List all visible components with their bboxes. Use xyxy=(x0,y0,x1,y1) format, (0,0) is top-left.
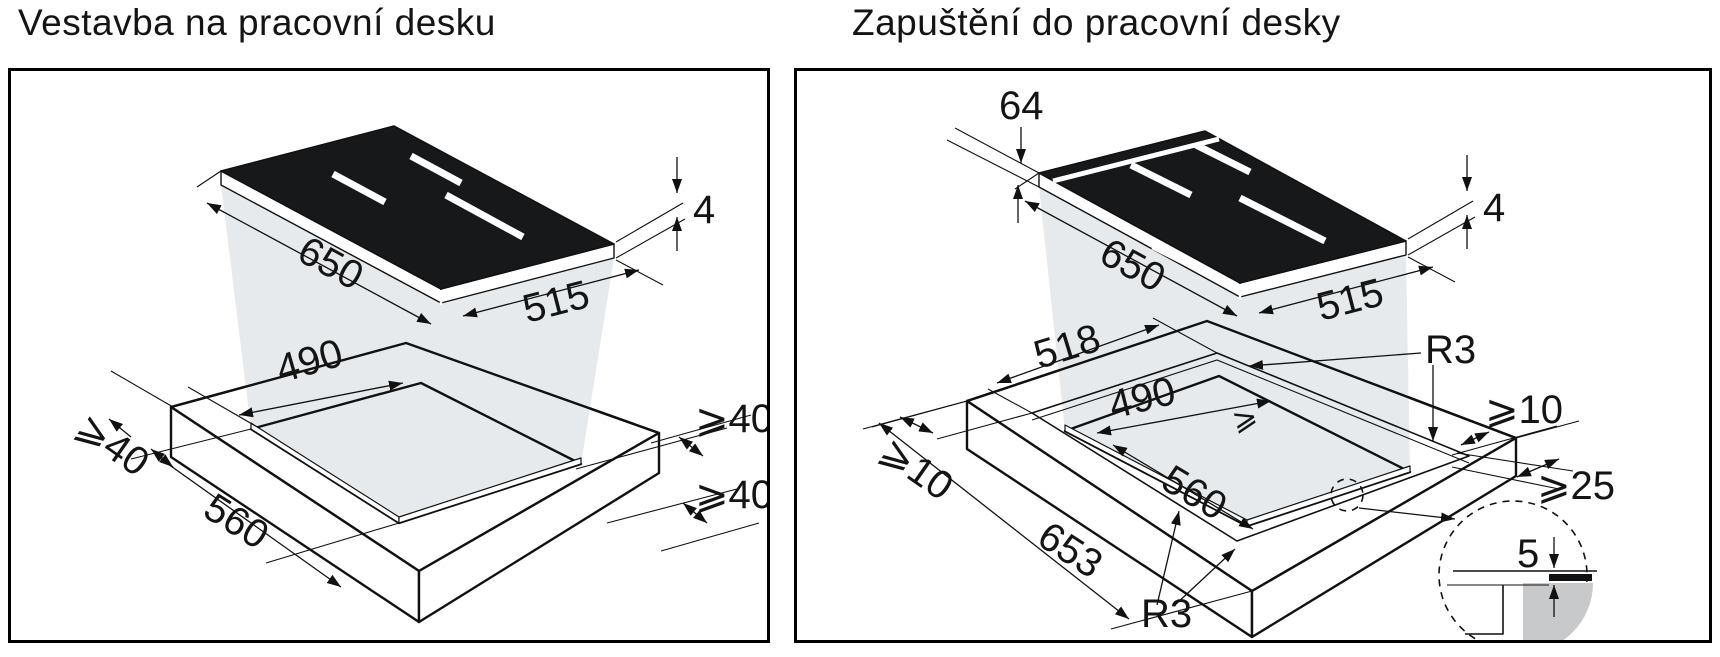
dim-min40-right-back-label: ⩾40 xyxy=(695,397,767,441)
dim-4-label: 4 xyxy=(1483,186,1505,230)
dim-4: 4 xyxy=(1407,155,1505,256)
detail-callout: 5 xyxy=(1330,478,1597,640)
dim-r3-back: R3 xyxy=(1248,328,1476,441)
panel-flush-mount: 64 650 515 4 518 ⩾10 653 xyxy=(794,68,1712,643)
dim-min40-right-front: ⩾40 xyxy=(606,473,767,552)
hob-slot xyxy=(331,170,387,206)
dim-min25-right: ⩾25 xyxy=(1451,452,1615,508)
dim-min40-left-label: ⩾40 xyxy=(68,404,157,485)
dim-min40-right-back: ⩾40 xyxy=(575,397,767,470)
dim-4: 4 xyxy=(615,157,715,259)
dim-r3-front-label: R3 xyxy=(1141,592,1192,636)
dim-r3-front: R3 xyxy=(1141,510,1236,636)
hob-slot xyxy=(409,152,463,187)
dim-min10-right-label: ⩾10 xyxy=(1485,388,1563,432)
title-flush-mount: Zapuštění do pracovní desky xyxy=(852,2,1341,43)
dim-min10-right: ⩾10 xyxy=(1451,388,1580,456)
dim-64: 64 xyxy=(946,84,1044,223)
dim-5-label: 5 xyxy=(1517,532,1539,576)
hob-slot xyxy=(1238,194,1327,245)
dim-64-label: 64 xyxy=(999,84,1044,128)
diagram-surface-mount: 650 515 4 490 ⩾40 560 ⩾40 xyxy=(68,125,767,624)
hob-slot xyxy=(1129,161,1193,199)
dim-r3-back-label: R3 xyxy=(1425,328,1476,372)
dim-min10-left-label: ⩾10 xyxy=(872,428,961,509)
hob-slot xyxy=(444,191,525,241)
detail-source-circle xyxy=(1330,478,1364,512)
hob-edge-stripe xyxy=(1052,136,1220,184)
panel-surface-mount: 650 515 4 490 ⩾40 560 ⩾40 xyxy=(8,68,770,643)
dim-4-label: 4 xyxy=(693,188,715,232)
title-surface-mount: Vestavba na pracovní desku xyxy=(18,2,496,43)
detail-quarter-disc xyxy=(1523,583,1593,640)
dim-min25-right-label: ⩾25 xyxy=(1537,464,1615,508)
hob-slot xyxy=(1194,141,1252,176)
dim-min40-right-front-label: ⩾40 xyxy=(695,473,767,517)
detail-hob-edge xyxy=(1549,574,1592,581)
diagram-flush-mount: 64 650 515 4 518 ⩾10 653 xyxy=(862,84,1615,640)
